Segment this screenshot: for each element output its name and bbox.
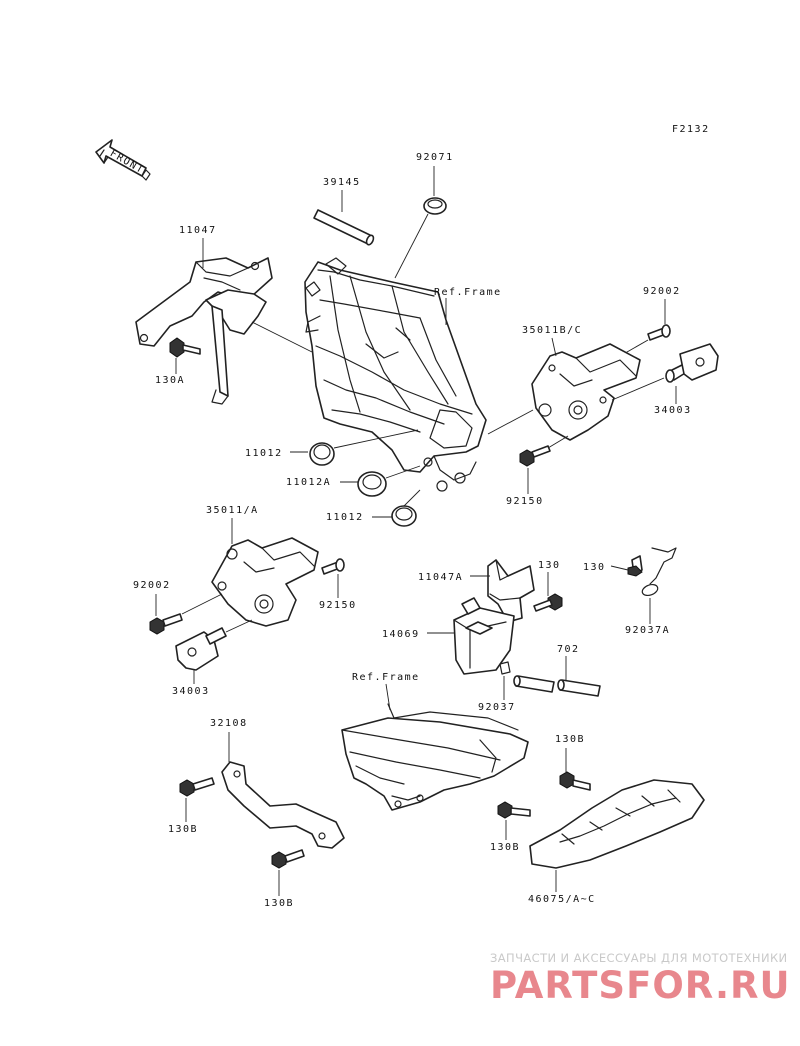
watermark-subtitle: ЗАПЧАСТИ И АКСЕССУАРЫ ДЛЯ МОТОТЕХНИКИ (490, 951, 788, 965)
bracket-11047a (487, 559, 535, 623)
watermark-logo: PARTSFOR.RU (490, 964, 791, 1007)
bolt-130-far (627, 547, 677, 585)
bolt-130 (533, 593, 563, 612)
bolt-130b-3 (497, 801, 531, 819)
label-14069: 14069 (382, 629, 420, 640)
label-92037: 92037 (478, 702, 516, 713)
label-35011bc: 35011B/C (522, 325, 582, 336)
footpeg-bracket-35011bc (531, 343, 641, 441)
label-34003-left: 34003 (172, 686, 210, 697)
footpeg-34003-left (175, 627, 227, 671)
label-130b-2: 130B (264, 898, 294, 909)
clip-92037a (641, 583, 659, 597)
footpeg-34003-right (665, 343, 719, 383)
label-92002-left: 92002 (133, 580, 171, 591)
bolt-92150-left (321, 558, 345, 575)
front-arrow-icon: FRONT (95, 139, 151, 181)
label-11047a: 11047A (418, 572, 463, 583)
label-35011a: 35011/A (206, 505, 259, 516)
bolt-130b-2 (271, 849, 305, 869)
label-130b-1: 130B (168, 824, 198, 835)
grommet-11012-bottom (391, 505, 417, 527)
label-130-right: 130 (538, 560, 561, 571)
bracket-32108 (221, 761, 345, 849)
label-11047: 11047 (179, 225, 217, 236)
label-46075: 46075/A~C (528, 894, 596, 905)
label-ref-frame-top: Ref.Frame (434, 287, 502, 298)
label-92150-right: 92150 (506, 496, 544, 507)
label-34003-right: 34003 (654, 405, 692, 416)
label-11012a: 11012A (286, 477, 331, 488)
rear-sub-frame (341, 703, 529, 811)
label-702: 702 (557, 644, 580, 655)
label-92150-left: 92150 (319, 600, 357, 611)
label-92037a: 92037A (625, 625, 670, 636)
main-frame (304, 257, 487, 492)
label-92071: 92071 (416, 152, 454, 163)
front-arrow-label: FRONT (108, 148, 146, 176)
bolt-92150-right (519, 445, 551, 467)
label-11012-bottom: 11012 (326, 512, 364, 523)
tube-702 (513, 675, 601, 697)
rod-39145 (313, 209, 375, 246)
grommet-11012a (357, 471, 387, 497)
grommet-11012-top (309, 442, 335, 466)
bolt-130b-1 (179, 777, 215, 797)
clip-92037 (499, 661, 511, 675)
bolt-130b-right (559, 771, 591, 791)
bolt-92002-left (149, 613, 183, 635)
label-32108: 32108 (210, 718, 248, 729)
label-130-far: 130 (583, 562, 606, 573)
label-130a: 130A (155, 375, 185, 386)
footpeg-bracket-35011a (211, 537, 319, 627)
cap-92071 (423, 197, 447, 215)
bracket-11047 (135, 257, 273, 405)
housing-14069 (453, 597, 515, 675)
label-ref-frame-bottom: Ref.Frame (352, 672, 420, 683)
bolt-92002-right (647, 324, 671, 341)
label-11012-top: 11012 (245, 448, 283, 459)
bolt-130a (169, 337, 201, 358)
label-92002-right: 92002 (643, 286, 681, 297)
heat-guard-46075 (529, 779, 705, 869)
figure-code: F2132 (672, 124, 710, 135)
label-130b-3: 130B (490, 842, 520, 853)
label-39145: 39145 (323, 177, 361, 188)
label-130b-right: 130B (555, 734, 585, 745)
